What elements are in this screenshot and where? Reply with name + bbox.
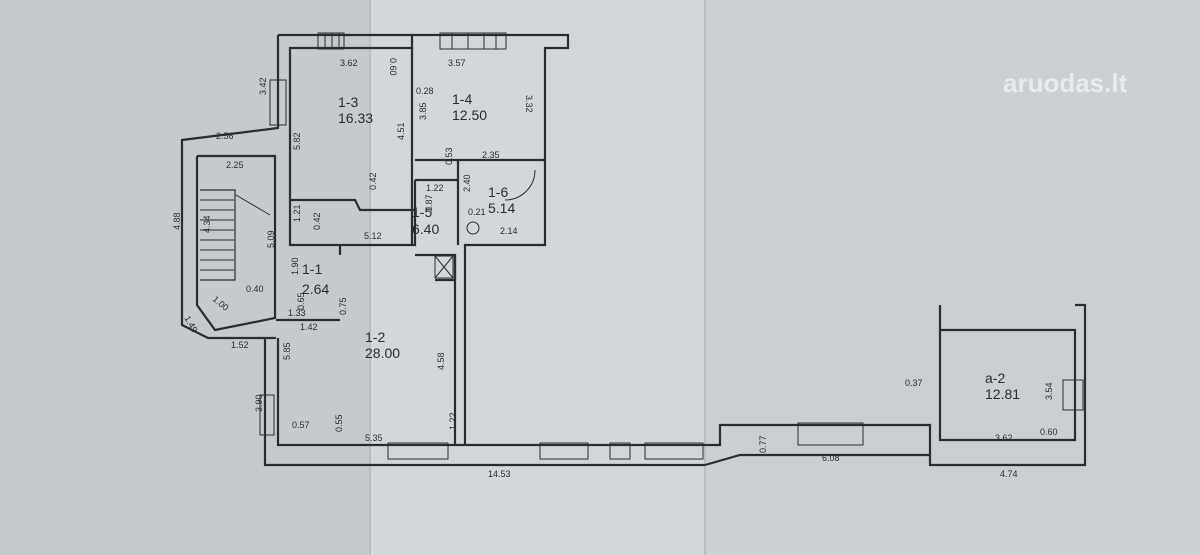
room-area: 2.64 [302,281,329,297]
dimension-label: 0.60 [388,58,398,76]
room-area: 12.50 [452,107,487,123]
dimension-label: 1.42 [300,322,318,332]
dimension-label: 0.55 [334,414,344,432]
dimension-label: 3.62 [995,433,1013,443]
room-area: 28.00 [365,345,400,361]
paper-panel-right [705,0,1200,555]
dimension-label: 3.62 [340,58,358,68]
dimension-label: 0.77 [758,435,768,453]
dimension-label: 0.42 [368,172,378,190]
dimension-label: 2.14 [500,226,518,236]
dimension-label: 0.57 [292,420,310,430]
dimension-label: 0.42 [312,212,322,230]
dimension-label: 14.53 [488,469,511,479]
dimension-label: 1.52 [231,340,249,350]
main-building-walls [180,33,1087,467]
dimension-label: 0.65 [296,292,306,310]
room-number: 1-2 [365,329,385,345]
fixtures [434,169,536,279]
room-area: 16.33 [338,110,373,126]
dimension-label: 1.90 [290,257,300,275]
room-number: 1-5 [412,204,432,220]
dimension-label: 5.85 [282,342,292,360]
dimension-label: 0.28 [416,86,434,96]
dimension-label: 6.08 [822,453,840,463]
room-number: 1-1 [302,261,322,277]
room-labels: 1-3 16.33 1-4 12.50 1-6 5.14 1-5 6.40 1-… [302,91,1020,402]
dimension-label: 0.60 [1040,427,1058,437]
dimension-label: 0.75 [338,297,348,315]
dimension-label: 3.54 [1044,382,1054,400]
watermark-text: aruodas.lt [1003,68,1128,98]
room-number: 1-4 [452,91,472,107]
room-area: 5.14 [488,200,515,216]
dimension-labels: 3.62 0.60 3.57 3.42 0.28 3.85 3.32 2.56 … [172,58,1058,479]
dimension-label: 0.40 [246,284,264,294]
dimension-label: 1.87 [424,194,434,212]
dimension-label: 0.37 [905,378,923,388]
dimension-label: 2.40 [462,174,472,192]
staircase [200,194,271,271]
dimension-label: 0.53 [444,147,454,165]
dimension-label: 2.35 [482,150,500,160]
dimension-label: 2.25 [226,160,244,170]
dimension-label: 5.82 [292,132,302,150]
room-area: 12.81 [985,386,1020,402]
dimension-label: 3.90 [254,394,264,412]
dimension-label: 3.57 [448,58,466,68]
windows [259,32,1084,460]
paper-panel-left [0,0,370,555]
dimension-label: 1.22 [448,412,458,430]
room-number: a-2 [985,370,1005,386]
dimension-label: 4.88 [172,212,182,230]
dimension-label: 4.74 [1000,469,1018,479]
paper-panel-middle [370,0,705,555]
dimension-label: 4.51 [396,122,406,140]
dimension-label: 5.12 [364,231,382,241]
dimension-label: 3.32 [524,95,534,113]
dimension-label: 2.56 [216,131,234,141]
dimension-label: 0.21 [468,207,486,217]
dimension-label: 1.33 [288,308,306,318]
dimension-label: 4.58 [436,352,446,370]
dimension-label: 5.35 [365,433,383,443]
dimension-label: 1.22 [426,183,444,193]
dimension-label: 5.09 [266,230,276,248]
dimension-label: 4.34 [202,215,212,233]
dimension-label: 3.85 [418,102,428,120]
room-number: 1-6 [488,184,508,200]
dimension-label: 3.42 [258,77,268,95]
dimension-label: 1.21 [292,204,302,222]
room-number: 1-3 [338,94,358,110]
room-area: 6.40 [412,221,439,237]
